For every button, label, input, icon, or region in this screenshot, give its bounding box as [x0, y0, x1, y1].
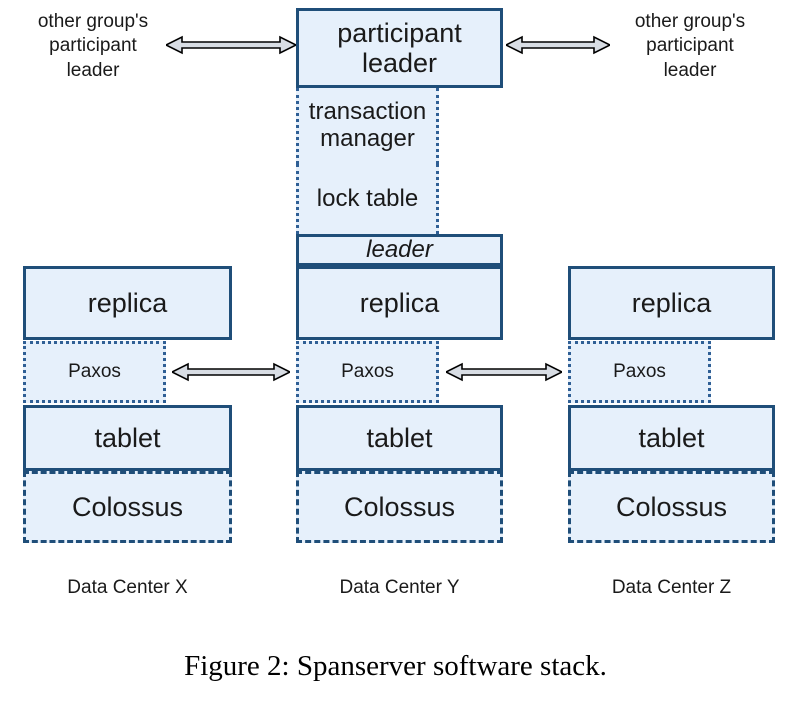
- right-replica-label: replica: [631, 287, 712, 318]
- data-center-z-text: Data Center Z: [611, 577, 732, 598]
- center-tablet-box: tablet: [296, 405, 503, 471]
- left-tablet-label: tablet: [94, 422, 161, 453]
- right-tablet-label: tablet: [638, 422, 705, 453]
- paxos-left-double-arrow: [172, 362, 290, 382]
- center-lock-table-box: lock table: [296, 164, 439, 234]
- left-other-group-line3: leader: [66, 59, 120, 81]
- center-colossus-box: Colossus: [296, 471, 503, 543]
- right-other-group-label: other group's participant leader: [610, 10, 770, 83]
- data-center-y-text: Data Center Y: [339, 577, 460, 598]
- data-center-y-label: Data Center Y: [296, 577, 503, 599]
- right-colossus-label: Colossus: [615, 491, 728, 522]
- participant-leader-line1: participant: [337, 17, 462, 48]
- right-paxos-box: Paxos: [568, 341, 711, 403]
- transaction-manager-line2: manager: [320, 125, 415, 152]
- data-center-x-label: Data Center X: [23, 577, 232, 599]
- left-tablet-box: tablet: [23, 405, 232, 471]
- center-replica-label: replica: [359, 287, 440, 318]
- center-tablet-label: tablet: [366, 422, 433, 453]
- left-colossus-box: Colossus: [23, 471, 232, 543]
- right-other-group-line3: leader: [663, 59, 717, 81]
- transaction-manager-line1: transaction: [308, 98, 427, 126]
- data-center-x-text: Data Center X: [67, 577, 188, 598]
- right-replica-box: replica: [568, 266, 775, 340]
- leader-label: leader: [366, 235, 433, 263]
- left-replica-label: replica: [87, 287, 168, 318]
- center-transaction-manager-box: transaction manager: [296, 88, 439, 164]
- center-colossus-label: Colossus: [343, 491, 456, 522]
- left-paxos-box: Paxos: [23, 341, 166, 403]
- center-participant-leader-box: participant leader: [296, 8, 503, 88]
- right-other-group-line2: participant: [646, 35, 734, 57]
- center-replica-box: replica: [296, 266, 503, 340]
- center-paxos-label: Paxos: [341, 361, 394, 383]
- center-paxos-box: Paxos: [296, 341, 439, 403]
- right-other-group-line1: other group's: [634, 11, 746, 32]
- top-right-double-arrow: [506, 35, 610, 55]
- paxos-right-double-arrow: [446, 362, 562, 382]
- center-leader-box: leader: [296, 234, 503, 266]
- left-replica-box: replica: [23, 266, 232, 340]
- right-paxos-label: Paxos: [613, 361, 666, 383]
- left-paxos-label: Paxos: [68, 361, 121, 383]
- right-tablet-box: tablet: [568, 405, 775, 471]
- data-center-z-label: Data Center Z: [568, 577, 775, 599]
- left-colossus-label: Colossus: [71, 491, 184, 522]
- participant-leader-line2: leader: [361, 48, 438, 78]
- top-left-double-arrow: [166, 35, 296, 55]
- left-other-group-line2: participant: [49, 35, 137, 57]
- right-colossus-box: Colossus: [568, 471, 775, 543]
- lock-table-label: lock table: [316, 184, 419, 212]
- left-other-group-line1: other group's: [37, 11, 149, 32]
- figure-caption: Figure 2: Spanserver software stack.: [184, 650, 607, 682]
- left-other-group-label: other group's participant leader: [18, 10, 168, 83]
